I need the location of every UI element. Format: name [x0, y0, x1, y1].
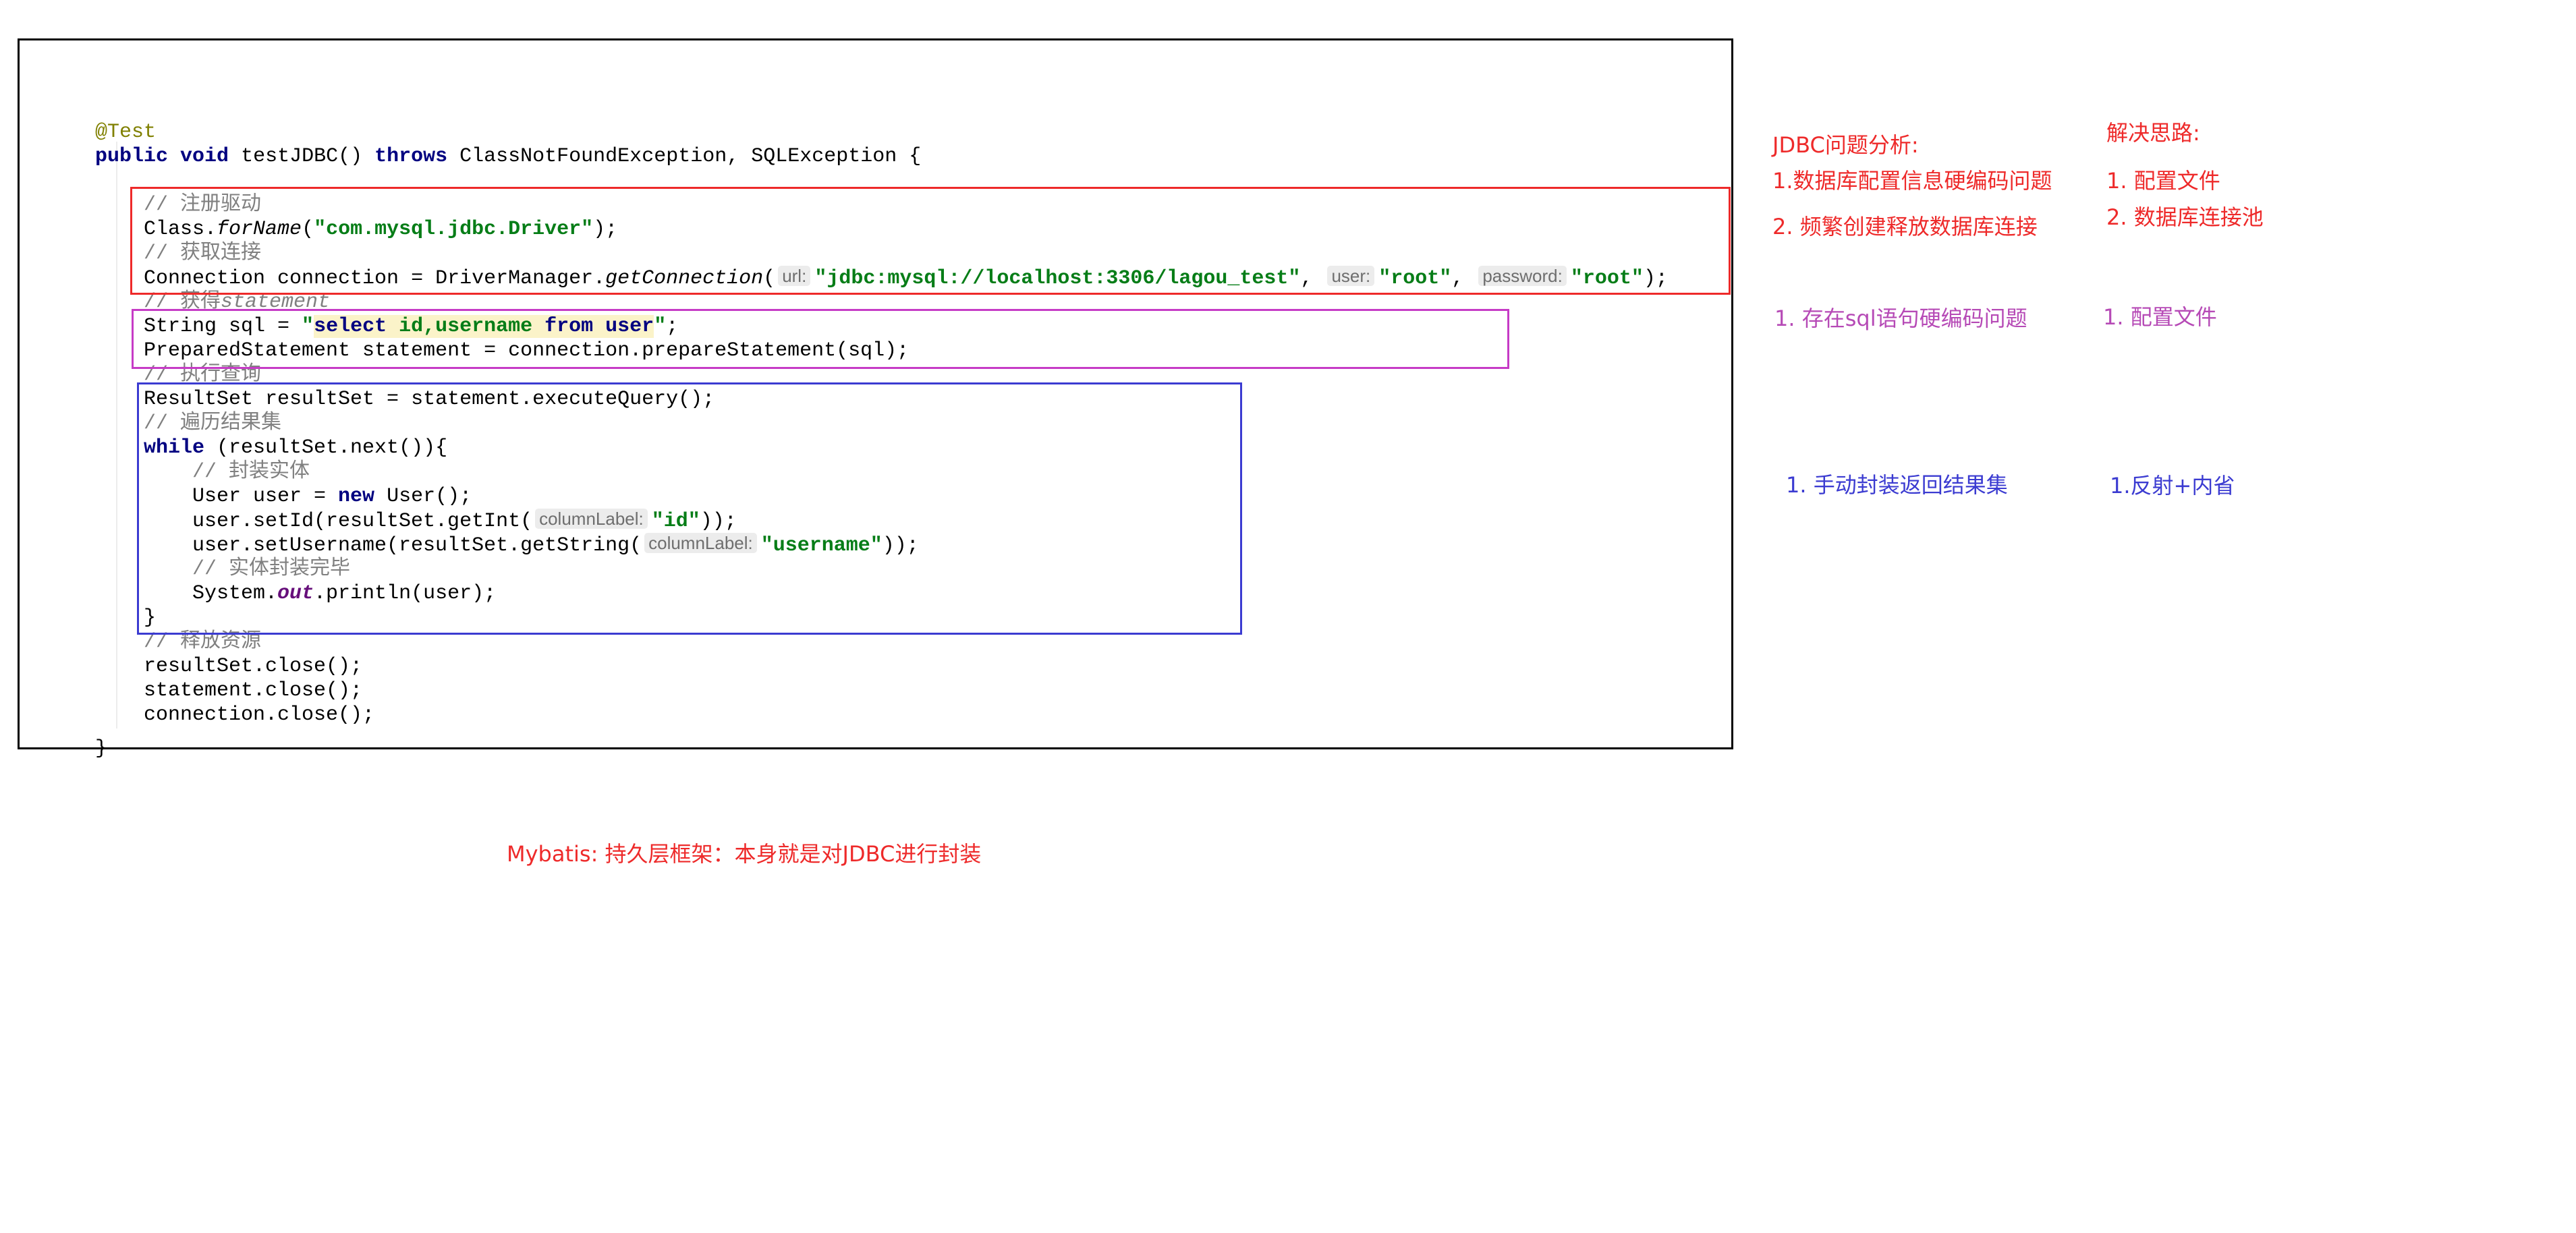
problem-frequent-connections: 2. 频繁创建释放数据库连接 [1772, 214, 2038, 239]
code-line-execute: ResultSet resultSet = statement.executeQ… [144, 388, 715, 411]
analysis-title: JDBC问题分析: [1772, 132, 1919, 158]
highlight-box-result [137, 382, 1242, 635]
param-hint-column-label: columnLabel: [644, 533, 757, 553]
solution-config-file: 1. 配置文件 [2106, 168, 2220, 194]
problem-manual-mapping: 1. 手动封装返回结果集 [1786, 472, 2008, 498]
code-line-signature: public void testJDBC() throws ClassNotFo… [95, 145, 922, 168]
code-line-new-user: User user = new User(); [192, 485, 472, 508]
code-line-getconnection: Connection connection = DriverManager.ge… [144, 266, 1668, 290]
param-hint-user: user: [1327, 266, 1375, 286]
solution-title: 解决思路: [2106, 120, 2200, 146]
sql-literal: select id,username from user [314, 315, 654, 338]
mybatis-summary: Mybatis: 持久层框架：本身就是对JDBC进行封装 [507, 841, 982, 867]
indent-guide [116, 142, 117, 728]
code-line-comment-iterate: // 遍历结果集 [144, 412, 282, 435]
code-snippet-panel: @Test public void testJDBC() throws Clas… [18, 38, 1733, 760]
param-hint-password: password: [1478, 266, 1567, 286]
code-line-comment-register: // 注册驱动 [144, 194, 262, 217]
solution-connection-pool: 2. 数据库连接池 [2106, 204, 2264, 230]
code-line-method-close: } [95, 737, 108, 760]
problem-hardcoded-config: 1.数据库配置信息硬编码问题 [1772, 168, 2052, 194]
code-line-comment-done: // 实体封装完毕 [192, 558, 351, 581]
param-hint-column-label: columnLabel: [535, 509, 648, 529]
code-line-comment-wrap: // 封装实体 [192, 461, 310, 484]
code-line-sql: String sql = "select id,username from us… [144, 315, 679, 338]
code-line-set-id: user.setId(resultSet.getInt(columnLabel:… [192, 509, 737, 533]
code-line-set-username: user.setUsername(resultSet.getString(col… [192, 533, 919, 557]
solution-sql-config-file: 1. 配置文件 [2103, 304, 2217, 330]
code-line-println: System.out.println(user); [192, 582, 497, 605]
param-hint-url: url: [778, 266, 811, 286]
highlight-box-sql [132, 309, 1509, 369]
code-line-annotation: @Test [95, 121, 157, 144]
code-line-close-statement: statement.close(); [144, 679, 363, 702]
problem-hardcoded-sql: 1. 存在sql语句硬编码问题 [1774, 306, 2027, 331]
code-line-while: while (resultSet.next()){ [144, 436, 448, 459]
highlight-box-connection [130, 187, 1731, 295]
code-line-forname: Class.forName("com.mysql.jdbc.Driver"); [144, 218, 618, 241]
code-line-prepare: PreparedStatement statement = connection… [144, 339, 909, 362]
code-line-close-resultset: resultSet.close(); [144, 655, 363, 678]
code-line-while-close: } [144, 606, 157, 629]
code-line-comment-connect: // 获取连接 [144, 242, 262, 265]
code-line-close-connection: connection.close(); [144, 704, 375, 726]
solution-reflection: 1.反射+内省 [2110, 473, 2235, 498]
